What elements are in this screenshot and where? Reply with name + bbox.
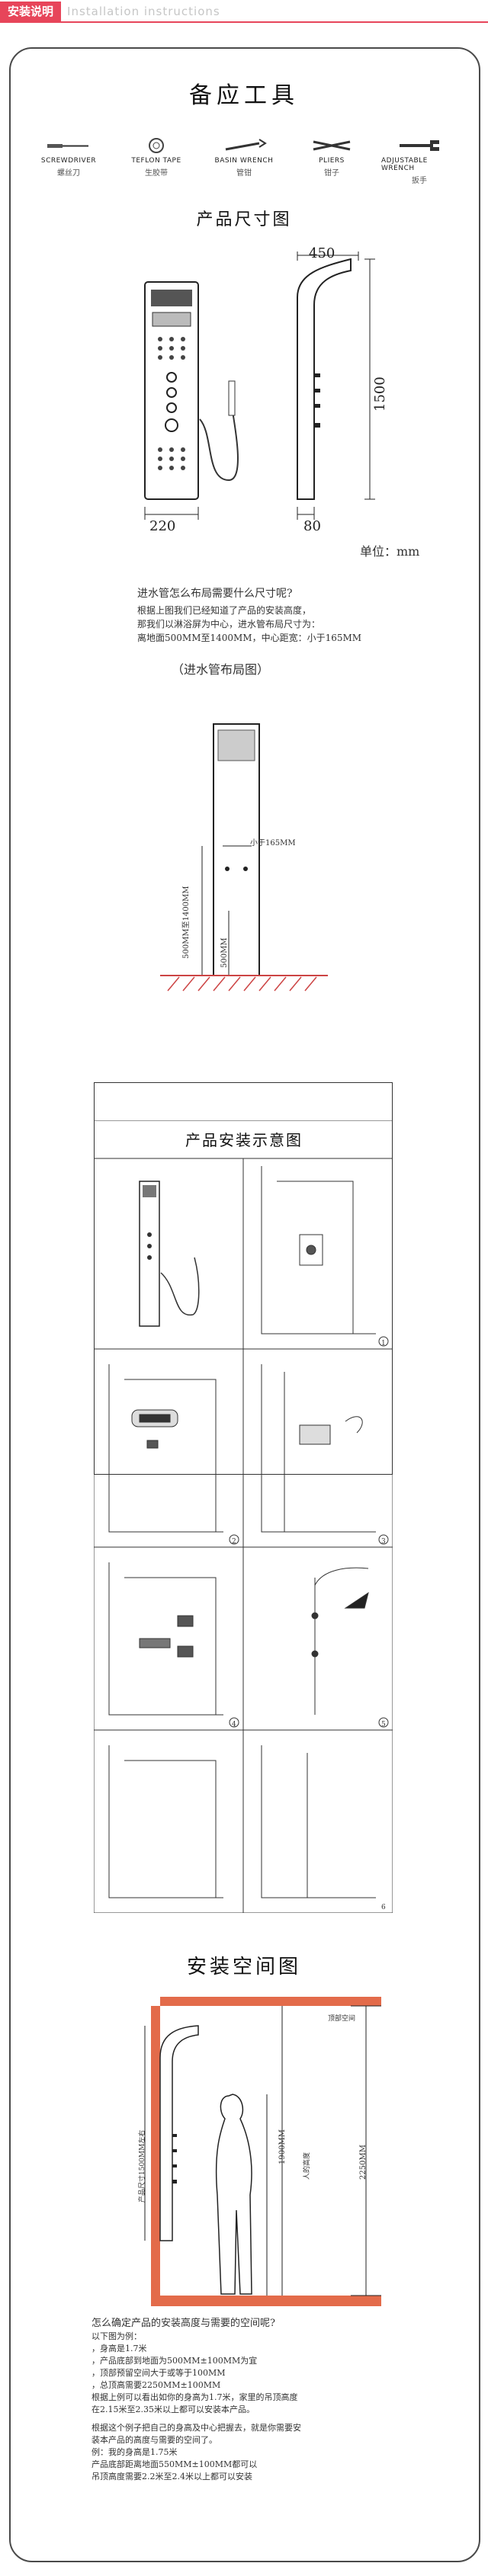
tool-zh-label: 生胶带 (145, 169, 168, 178)
step-5-illustration (108, 1562, 223, 1716)
pipe-question: 进水管怎么布局需要什么尺寸呢? (137, 588, 293, 600)
panel-outline (213, 723, 260, 976)
step-6-illustration (311, 1567, 369, 1715)
adjustable-wrench-icon (400, 140, 439, 151)
pipe-range-label: 500MM至1400MM (182, 886, 191, 960)
page-header: 安装说明 Installation instructions (0, 0, 488, 23)
tool-en-label: BASIN WRENCH (214, 157, 274, 165)
space-head-label: 顶部空间 (328, 2015, 356, 2023)
space-total-label: 2250MM (359, 2145, 368, 2180)
space-line-12: 吊顶高度需要2.2米至2.4米以上都可以安装 (92, 2472, 252, 2481)
space-line-7: 在2.15米至2.35米以上都可以安装本产品。 (92, 2405, 255, 2414)
dim-height-value: 1500 (372, 376, 388, 412)
ceiling-hatch (160, 1997, 381, 2006)
dim-depth-value: 80 (303, 518, 321, 534)
dim-top-value: 450 (309, 245, 336, 261)
space-height-label: 人的高度 (303, 2151, 311, 2180)
space-person-label: 1900MM (278, 2129, 287, 2164)
install-title: 产品安装示意图 (185, 1131, 303, 1149)
panel-side-view (297, 258, 352, 500)
lower-jets (158, 447, 185, 470)
space-line-8: 根据这个例子把自己的身高及中心把握去，就是你需要安 (92, 2423, 301, 2433)
space-line-2: ，身高是1.7米 (92, 2344, 147, 2353)
space-title: 安装空间图 (186, 1956, 301, 1978)
pipe-line-3: 离地面500MM至1400MM，中心距宽：小于165MM (137, 633, 362, 643)
pipe-line-1: 根据上图我们已经知道了产品的安装高度， (137, 605, 312, 616)
tool-zh-label: 钳子 (324, 169, 339, 178)
step-number-4: 4 (232, 1721, 236, 1729)
inlet-hot (225, 867, 230, 871)
unit-label: 单位：mm (360, 544, 420, 559)
header-badge: 安装说明 (0, 2, 62, 21)
step-number-5: 5 (381, 1721, 386, 1729)
step-number-2: 2 (232, 1538, 236, 1546)
pipe-caption: （进水管布局图） (172, 662, 270, 677)
tool-basin-wrench: BASIN WRENCH 管钳 (206, 137, 282, 185)
step-number-3: 3 (381, 1538, 386, 1546)
tool-teflon-tape: TEFLON TAPE 生胶带 (118, 137, 194, 185)
step-number-6: 6 (381, 1904, 386, 1911)
step-1-illustration (139, 1181, 200, 1327)
space-line-6: 根据上例可以看出如你的身高为1.7米，家里的吊顶高度 (92, 2392, 298, 2402)
space-question: 怎么确定产品的安装高度与需要的空间呢? (92, 2318, 275, 2329)
space-line-10: 例：我的身高是1.75米 (92, 2447, 178, 2457)
tool-pliers: PLIERS 钳子 (294, 137, 370, 185)
tool-en-label: TEFLON TAPE (131, 157, 181, 165)
installation-space-drawing (144, 1997, 381, 2306)
step-number-1: 1 (381, 1340, 386, 1347)
install-steps-grid (94, 1120, 393, 1913)
hand-shower (228, 380, 236, 416)
header-divider (0, 21, 488, 23)
space-line-9: 装本产品的高度与需要的空间了。 (92, 2435, 217, 2445)
hand-shower-hose (199, 411, 239, 482)
size-title: 产品尺寸图 (196, 210, 292, 229)
step-3-illustration (108, 1364, 223, 1533)
screwdriver-icon (47, 144, 88, 148)
pipe-width-label: 小于165MM (250, 839, 296, 847)
tool-zh-label: 管钳 (236, 169, 252, 178)
step-2-illustration (261, 1166, 376, 1334)
panel-top-outlet (217, 729, 255, 761)
tool-zh-label: 螺丝刀 (57, 169, 80, 178)
person-figure (215, 2094, 252, 2295)
tool-en-label: ADJUSTABLE WRENCH (381, 157, 428, 172)
upper-jets (158, 337, 185, 360)
space-line-3: ，产品底部到地面为500MM±100MM为宜 (92, 2356, 258, 2366)
header-subtitle: Installation instructions (67, 5, 220, 18)
rain-shower-head (151, 290, 192, 306)
side-knobs (314, 373, 320, 428)
teflon-tape-icon (149, 138, 164, 153)
shower-panel-side (159, 2025, 199, 2241)
control-knobs (165, 372, 178, 432)
basin-wrench-icon (225, 139, 267, 151)
instruction-sheet-frame (9, 47, 480, 2562)
pliers-icon (313, 140, 351, 151)
pipe-floor-label: 500MM (220, 937, 229, 968)
pipe-line-2: 那我们以淋浴屏为中心，进水管布局尺寸为： (137, 619, 321, 630)
step-7-illustration (108, 1745, 223, 1898)
tool-en-label: PLIERS (319, 157, 345, 165)
waterfall-outlet (152, 312, 191, 327)
wall-hatch (151, 2006, 160, 2296)
product-dimension-drawing (144, 252, 375, 520)
tool-screwdriver: SCREWDRIVER 螺丝刀 (30, 137, 107, 185)
pipe-layout-drawing (160, 723, 328, 992)
tools-title: 备应工具 (189, 82, 299, 109)
space-line-4: ，顶部预留空间大于或等于100MM (92, 2368, 226, 2378)
space-product-label: 产品尺寸1500MM左右 (139, 2129, 146, 2203)
dim-width-value: 220 (149, 518, 176, 534)
tools-list: SCREWDRIVER 螺丝刀 TEFLON TAPE 生胶带 BASIN WR… (30, 137, 458, 185)
tool-adjustable-wrench: ADJUSTABLE WRENCH 扳手 (381, 137, 458, 185)
inlet-cold (243, 867, 248, 871)
panel-front-view (144, 281, 199, 500)
space-line-1: 以下图为例： (92, 2331, 142, 2341)
step-8-illustration (261, 1745, 376, 1898)
floor-hatching (167, 976, 317, 992)
space-line-11: 产品底部距离地面550MM±100MM都可以 (92, 2459, 258, 2469)
space-line-5: ，总顶高需要2250MM±100MM (92, 2380, 221, 2390)
tool-zh-label: 扳手 (412, 177, 427, 185)
tool-en-label: SCREWDRIVER (40, 157, 97, 165)
step-4-illustration (261, 1364, 376, 1533)
floor-hatch (151, 2296, 381, 2306)
